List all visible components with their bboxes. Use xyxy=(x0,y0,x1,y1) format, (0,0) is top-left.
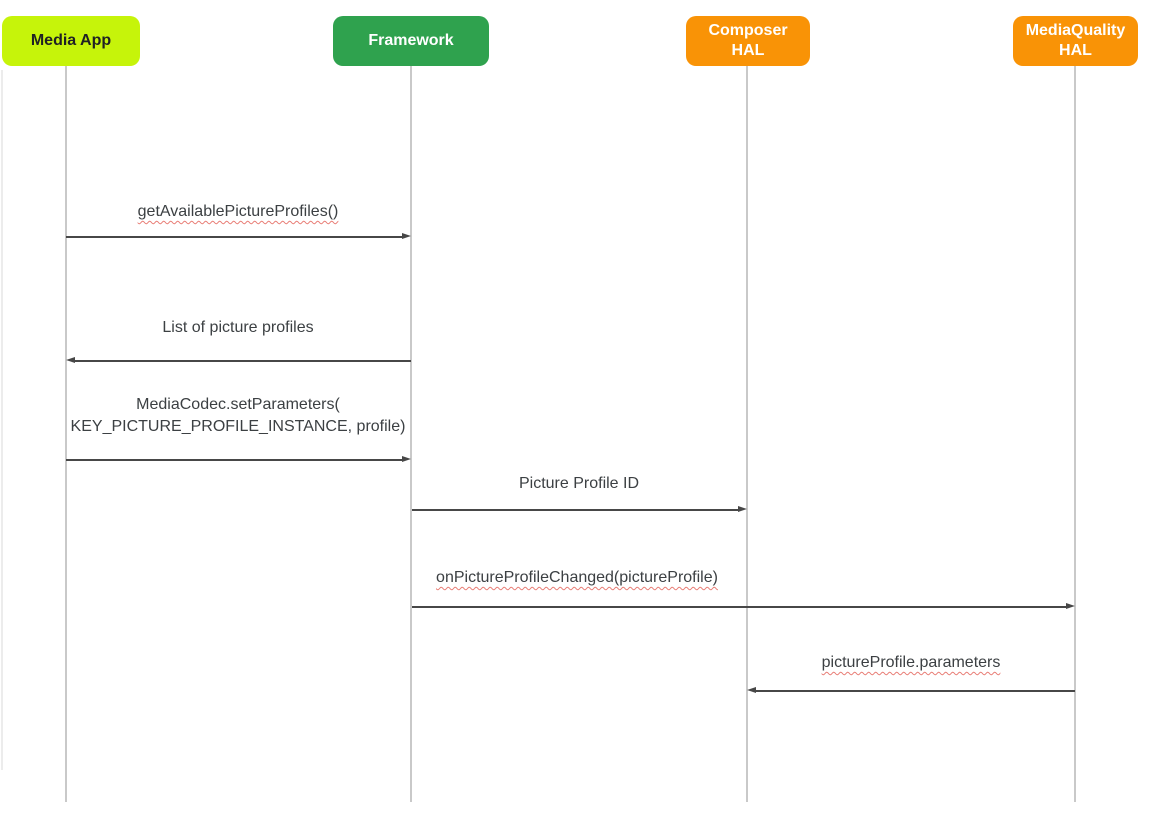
message-6-arrow xyxy=(755,690,1075,692)
message-1-arrow xyxy=(66,236,403,238)
actor-label-line2: HAL xyxy=(1059,42,1092,59)
message-2-arrow xyxy=(74,360,411,362)
message-4-label: Picture Profile ID xyxy=(518,475,640,492)
arrowhead-left-icon xyxy=(747,687,756,693)
message-6-label: pictureProfile.parameters xyxy=(821,654,1001,671)
actor-mediaquality-hal: MediaQuality HAL xyxy=(1013,16,1138,66)
lifeline-composer-hal xyxy=(746,66,748,802)
actor-label-line2: HAL xyxy=(731,42,765,59)
arrowhead-right-icon xyxy=(402,233,411,239)
actor-label-line1: MediaQuality xyxy=(1025,22,1126,39)
lifeline-media-app xyxy=(65,66,67,802)
actor-label: Media App xyxy=(30,32,112,49)
lifeline-framework xyxy=(410,66,412,802)
message-2-label: List of picture profiles xyxy=(162,319,314,336)
actor-composer-hal: Composer HAL xyxy=(686,16,810,66)
actor-label: Framework xyxy=(368,32,454,49)
arrowhead-right-icon xyxy=(402,456,411,462)
message-5-arrow xyxy=(412,606,1067,608)
arrowhead-right-icon xyxy=(738,506,747,512)
message-3-label: MediaCodec.setParameters( KEY_PICTURE_PR… xyxy=(70,396,406,435)
message-1-label: getAvailablePictureProfiles() xyxy=(137,203,339,220)
arrowhead-left-icon xyxy=(66,357,75,363)
message-3-arrow xyxy=(66,459,403,461)
message-5-label: onPictureProfileChanged(pictureProfile) xyxy=(436,569,718,586)
actor-media-app: Media App xyxy=(2,16,140,66)
actor-label-line1: Composer xyxy=(708,22,788,39)
lifeline-mediaquality-hal xyxy=(1074,66,1076,802)
message-4-arrow xyxy=(412,509,739,511)
actor-framework: Framework xyxy=(333,16,489,66)
canvas-edge-line xyxy=(1,70,3,770)
arrowhead-right-icon xyxy=(1066,603,1075,609)
